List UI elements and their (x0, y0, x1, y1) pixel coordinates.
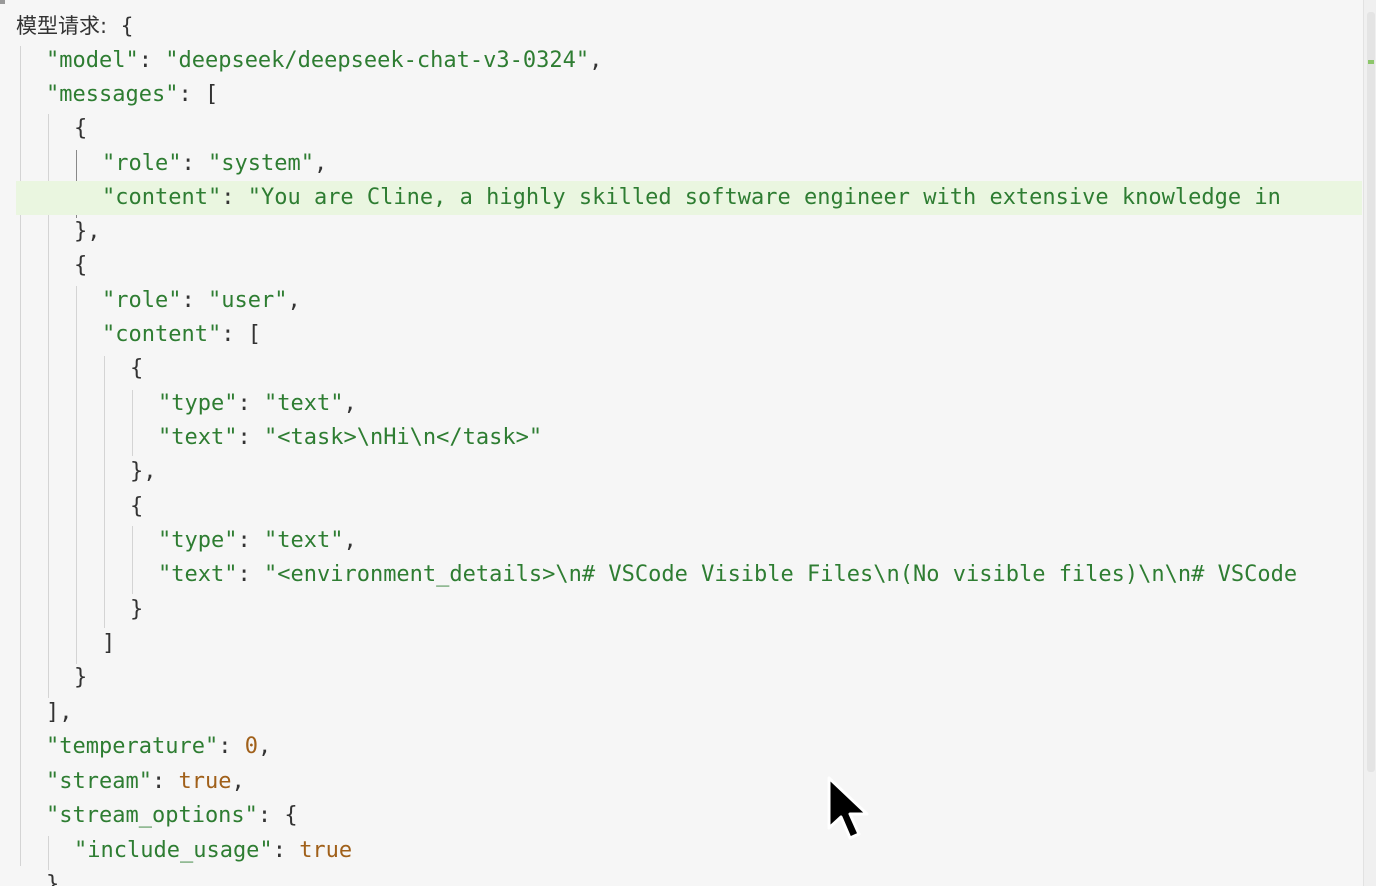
role-key: "role" (102, 151, 182, 176)
request-label: 模型请求: (16, 14, 108, 38)
content-key: "content" (102, 185, 222, 210)
stream-options-key: "stream_options" (46, 803, 258, 828)
header-line: 模型请求: { (0, 9, 1362, 43)
content-key: "content" (102, 322, 222, 347)
json-line-include-usage: "include_usage": true (74, 838, 353, 863)
json-line-open: { (130, 494, 144, 519)
env-text-value: "<environment_details>\n# VSCode Visible… (263, 562, 1298, 587)
role-user-value: "user" (207, 288, 288, 313)
role-system-value: "system" (207, 151, 314, 176)
top-marker (0, 0, 5, 4)
json-line-open: { (74, 116, 88, 141)
indent-guide (76, 286, 77, 664)
task-text-value: "<task>\nHi\n</task>" (263, 425, 543, 450)
json-line-close: } (74, 665, 88, 690)
type-value: "text" (263, 391, 344, 416)
model-value: "deepseek/deepseek-chat-v3-0324" (165, 48, 590, 73)
json-line-temperature: "temperature": 0, (46, 734, 272, 759)
indent-guide (48, 836, 49, 870)
system-content-value: "You are Cline, a highly skilled softwar… (247, 185, 1281, 210)
include-usage-value: true (299, 838, 353, 863)
json-line-task-text: "text": "<task>\nHi\n</task>" (158, 425, 543, 450)
json-line-close-array: ] (102, 631, 116, 656)
json-line-env-text: "text": "<environment_details>\n# VSCode… (158, 562, 1298, 587)
stream-value: true (178, 769, 232, 794)
json-line-stream-options: "stream_options": { (46, 803, 298, 828)
open-brace: { (120, 14, 134, 38)
json-line-type: "type": "text", (158, 528, 357, 553)
mouse-pointer-icon (827, 776, 869, 840)
include-usage-key: "include_usage" (74, 838, 273, 863)
json-line-close: } (130, 597, 144, 622)
vertical-scrollbar[interactable] (1363, 0, 1376, 886)
json-line-content-system[interactable]: "content": "You are Cline, a highly skil… (16, 181, 1362, 215)
role-key: "role" (102, 288, 182, 313)
json-line-model: "model": "deepseek/deepseek-chat-v3-0324… (46, 48, 603, 73)
type-value: "text" (263, 528, 344, 553)
json-line-close: } (46, 872, 60, 886)
type-key: "type" (158, 391, 238, 416)
json-line-close-messages: ], (46, 700, 73, 725)
indent-guide (104, 356, 105, 628)
json-line-role-user: "role": "user", (102, 288, 301, 313)
text-key: "text" (158, 562, 238, 587)
json-line-stream: "stream": true, (46, 769, 245, 794)
json-line-close: }, (74, 219, 101, 244)
type-key: "type" (158, 528, 238, 553)
json-line-close: }, (130, 459, 157, 484)
json-line-type: "type": "text", (158, 391, 357, 416)
indent-guide (20, 46, 21, 866)
scroll-thumb[interactable] (1367, 12, 1375, 772)
indent-guide (132, 526, 133, 594)
temperature-key: "temperature" (46, 734, 219, 759)
temperature-value: 0 (244, 734, 258, 759)
json-line-content-array: "content": [ (102, 322, 261, 347)
messages-key: "messages" (46, 82, 179, 107)
json-line-role-system: "role": "system", (102, 151, 328, 176)
json-line-open: { (74, 253, 88, 278)
scroll-change-marker (1368, 60, 1374, 64)
model-key: "model" (46, 48, 139, 73)
json-line-messages: "messages": [ (46, 82, 219, 107)
text-key: "text" (158, 425, 238, 450)
stream-key: "stream" (46, 769, 152, 794)
indent-guide (48, 114, 49, 698)
json-line-open: { (130, 356, 144, 381)
indent-guide (132, 390, 133, 456)
